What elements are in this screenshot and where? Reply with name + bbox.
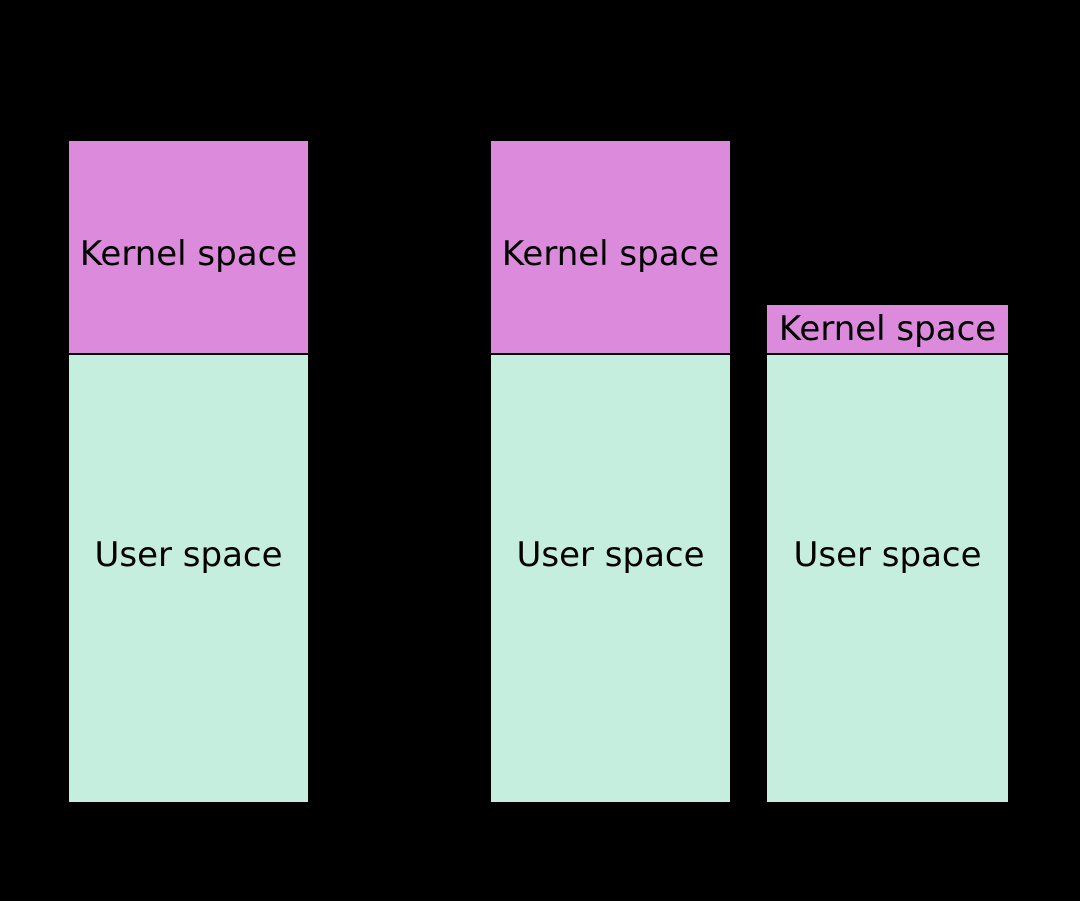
column1-user-space-segment: User space <box>67 353 310 804</box>
column3-kernel-space-segment: Kernel space <box>765 303 1010 353</box>
column3-user-space-label: User space <box>793 534 982 575</box>
column1-kernel-space-segment: Kernel space <box>67 139 310 353</box>
column1-user-space-label: User space <box>94 534 283 575</box>
column2-user-space-segment: User space <box>489 353 732 804</box>
column1-kernel-space-label: Kernel space <box>79 234 298 274</box>
column2-kernel-space-label: Kernel space <box>501 234 720 274</box>
column3-user-space-segment: User space <box>765 353 1010 804</box>
column2-kernel-space-segment: Kernel space <box>489 139 732 353</box>
column2-user-space-label: User space <box>516 534 705 575</box>
column3-kernel-space-label: Kernel space <box>778 309 997 349</box>
